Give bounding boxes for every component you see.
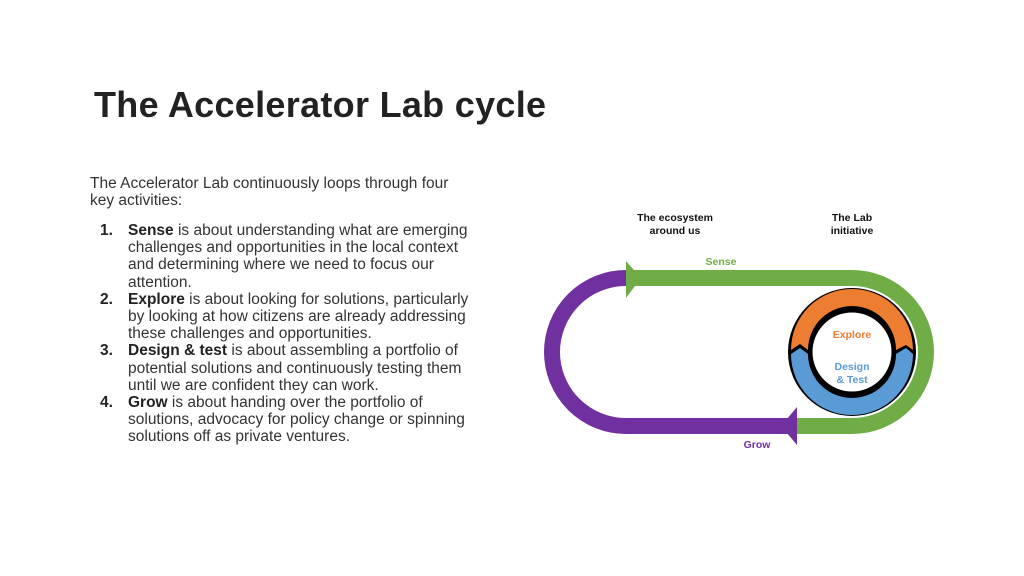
sense-label: Sense — [706, 256, 737, 268]
list-item: 2. Explore is about looking for solutions… — [100, 291, 470, 343]
design-label-1: Design — [834, 361, 869, 373]
slide-title: The Accelerator Lab cycle — [94, 84, 547, 125]
grow-label: Grow — [744, 439, 772, 451]
item-text: is about understanding what are emerging… — [128, 222, 468, 291]
lab-label-2: initiative — [831, 225, 874, 237]
grow-path — [544, 270, 795, 434]
activity-list: 1. Sense is about understanding what are … — [100, 222, 470, 446]
grow-arrowhead — [781, 407, 797, 445]
explore-label: Explore — [833, 329, 872, 341]
item-text: is about handing over the portfolio of s… — [128, 394, 465, 446]
item-term: Explore — [128, 290, 185, 308]
list-item: 3. Design & test is about assembling a po… — [100, 342, 470, 394]
design-test-arc — [791, 348, 913, 415]
item-number: 2. — [100, 290, 113, 308]
item-term: Sense — [128, 222, 174, 239]
item-number: 3. — [100, 342, 113, 360]
ecosystem-label-2: around us — [650, 225, 701, 237]
ecosystem-label-1: The ecosystem — [637, 212, 713, 224]
sense-path — [630, 270, 934, 434]
item-term: Design & test — [128, 342, 228, 360]
lab-label-1: The Lab — [832, 212, 872, 224]
item-term: Grow — [128, 394, 168, 412]
intro-text: The Accelerator Lab continuously loops t… — [90, 175, 449, 209]
list-item: 4. Grow is about handing over the portfol… — [100, 394, 470, 446]
explore-arc — [791, 289, 913, 350]
sense-arrowhead — [626, 261, 641, 298]
item-text: is about looking for solutions, particul… — [128, 290, 469, 343]
item-text: is about assembling a portfolio of poten… — [128, 342, 462, 394]
item-number: 1. — [100, 222, 113, 239]
list-item: 1. Sense is about understanding what are … — [100, 222, 470, 291]
design-label-2: & Test — [836, 374, 868, 386]
item-number: 4. — [100, 394, 113, 412]
